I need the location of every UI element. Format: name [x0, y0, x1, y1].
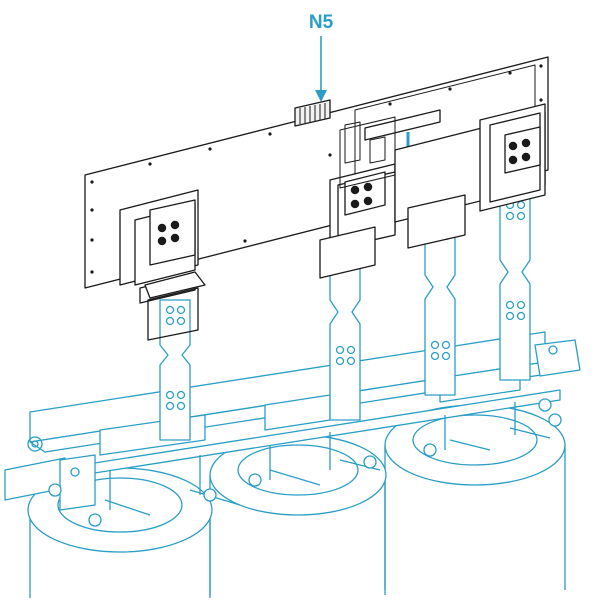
phase-busbar-1	[159, 299, 191, 441]
mounting-plate	[84, 56, 549, 289]
front-terminal-plates	[119, 103, 546, 341]
terminal-bolts	[157, 138, 531, 246]
n5-callout-label: N5	[308, 12, 334, 33]
n5-callout-arrow	[315, 36, 327, 102]
transformer-coil-2	[209, 434, 387, 595]
transformer-coil-3	[384, 404, 566, 590]
neutral-busbar	[499, 194, 531, 381]
